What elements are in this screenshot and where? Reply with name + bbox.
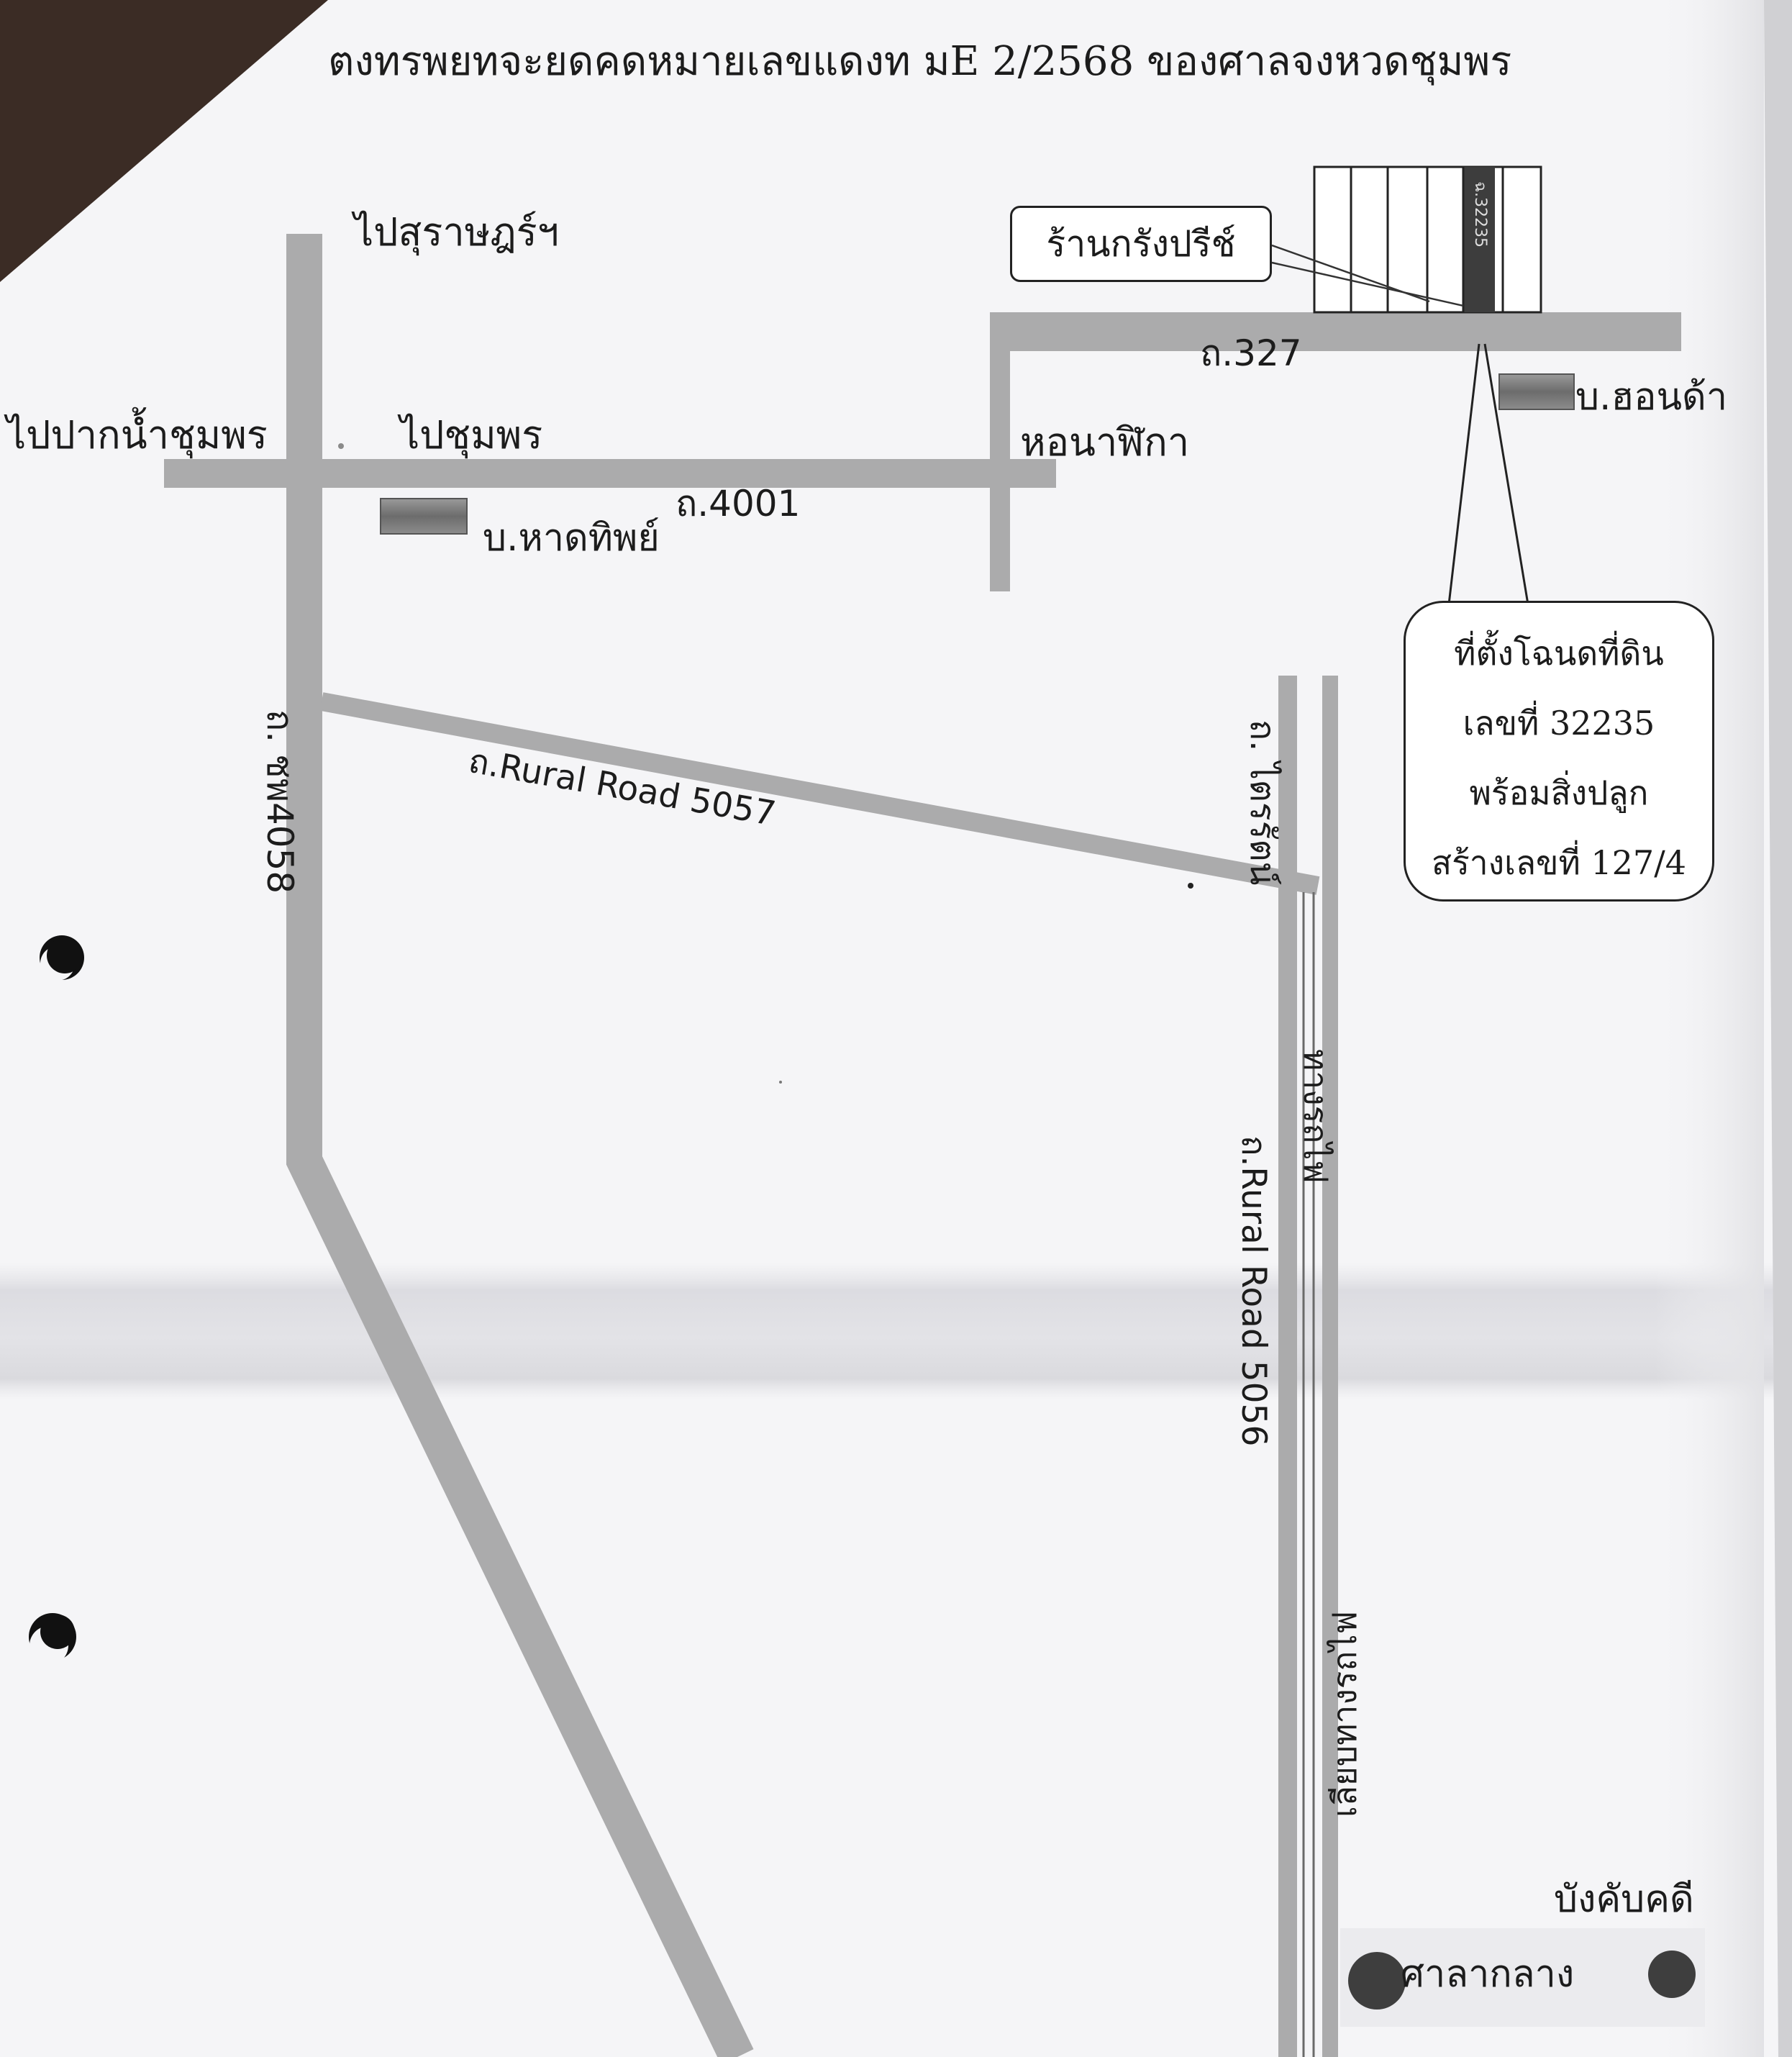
legal-execution-label: บังคับคดี: [1554, 1878, 1694, 1921]
trairat-road-label: ถ. ไตรรัตน์: [1242, 719, 1283, 886]
parcel-callout-line: เลขที่ 32235: [1463, 704, 1655, 743]
honda-company-label: บ.ฮอนด้า: [1575, 376, 1728, 419]
honda-company-marker: [1498, 373, 1575, 410]
hat-thip-house-marker: [380, 498, 468, 535]
hat-thip-house-label: บ.หาดทิพย์: [483, 517, 660, 560]
direction-to-paknam-chumphon: ไปปากน้ำชุมพร: [6, 412, 268, 458]
shop-callout: ร้านกรังปรีช์: [1010, 206, 1272, 282]
page-title: ตงทรพยทจะยดคดหมายเลขแดงท มE 2/2568 ของศา…: [328, 38, 1512, 85]
direction-to-chumphon: ไปชุมพร: [400, 412, 543, 458]
punch-hole-dark: [40, 1615, 75, 1649]
parcel-location-callout: ที่ตั้งโฉนดที่ดิน เลขที่ 32235 พร้อมสิ่ง…: [1404, 601, 1714, 902]
railway-strip: [1322, 676, 1338, 2057]
direction-to-surat: ไปสุราษฎร์ฯ: [354, 209, 559, 255]
ink-speck: [338, 443, 344, 449]
rural-road-5057: [319, 692, 1320, 895]
folded-corner: [0, 0, 328, 282]
paper-fold-crease: [0, 1263, 1792, 1399]
shop-callout-leader: [1271, 261, 1464, 307]
city-hall-label: ศาลากลาง: [1401, 1953, 1575, 1996]
parcel-callout-line: สร้างเลขที่ 127/4: [1432, 843, 1686, 882]
punch-hole-dark: [47, 937, 83, 973]
city-hall-marker-left: [1348, 1952, 1406, 2010]
paper-edge-shading: [1655, 0, 1764, 2057]
punch-hole: [40, 935, 84, 981]
parcel-callout-leader: [1447, 343, 1481, 605]
city-hall-marker-right: [1648, 1951, 1696, 1998]
shophouse-row: [1313, 165, 1542, 314]
punch-hole: [29, 1613, 76, 1665]
parcel-callout-line: พร้อมสิ่งปลูก: [1469, 773, 1649, 812]
parcel-callout-leader: [1483, 343, 1529, 605]
parcel-32235-cell: [1463, 167, 1495, 312]
road-chp4058-label: ถ. ชพ4058: [259, 709, 301, 894]
shop-callout-text: ร้านกรังปรีช์: [1046, 223, 1236, 265]
clock-tower-label: หอนาฬิกา: [1020, 419, 1190, 465]
parcel-callout-line: ที่ตั้งโฉนดที่ดิน: [1454, 634, 1664, 673]
ink-speck: [1188, 883, 1193, 889]
paper-right-edge: [1764, 0, 1792, 2057]
parcel-cell-label: ฉ.32235: [1471, 181, 1489, 248]
rural-road-5056-strip: [1278, 676, 1297, 2057]
ink-speck: [779, 1081, 782, 1084]
road-4001-label: ถ.4001: [676, 483, 801, 525]
road-327-label: ถ.327: [1200, 332, 1302, 374]
railway-label: ทางรถไฟ: [1296, 1049, 1335, 1184]
rural-road-5056-label: ถ.Rural Road 5056: [1234, 1135, 1273, 1447]
along-railway-label: เลียบทางรถไฟ: [1325, 1611, 1364, 1817]
road-chp4058: [286, 234, 754, 2057]
